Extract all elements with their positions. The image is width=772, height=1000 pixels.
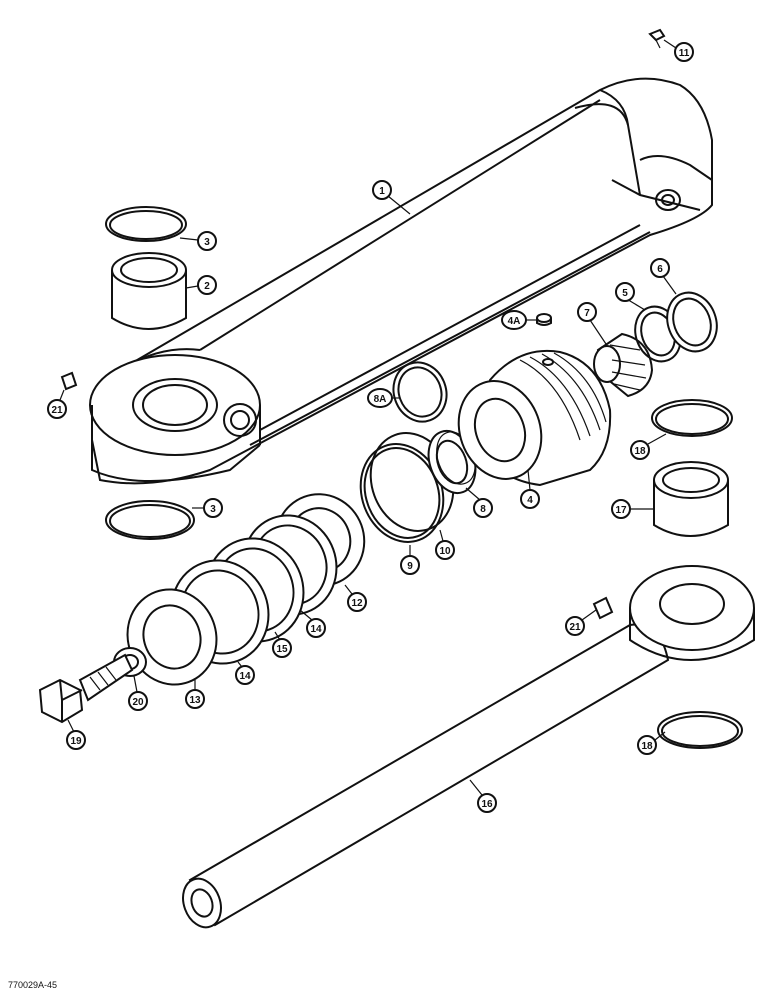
svg-text:19: 19 [70, 736, 82, 747]
callout-8: 8 [465, 487, 493, 518]
snap-ring-18-lower [657, 711, 743, 749]
svg-text:14: 14 [239, 671, 251, 682]
bushing-17 [653, 461, 729, 537]
callout-1: 1 [372, 180, 411, 215]
svg-text:12: 12 [351, 598, 363, 609]
snap-ring-18-upper [651, 399, 733, 437]
ring-6 [666, 291, 718, 353]
svg-text:1: 1 [379, 186, 385, 197]
bleed-screw [648, 28, 666, 49]
svg-text:3: 3 [210, 504, 216, 515]
callout-12: 12 [344, 584, 367, 612]
svg-text:15: 15 [276, 644, 288, 655]
snap-ring-upper [105, 206, 187, 242]
callout-18a: 18 [630, 433, 667, 460]
svg-text:5: 5 [622, 288, 628, 299]
callout-5: 5 [615, 282, 646, 311]
callout-19: 19 [66, 719, 86, 750]
callout-3b: 3 [192, 498, 223, 518]
callout-17: 17 [611, 499, 654, 519]
callout-18b: 18 [637, 731, 666, 755]
callout-9: 9 [400, 545, 420, 575]
callout-10: 10 [435, 529, 455, 560]
svg-text:10: 10 [439, 546, 451, 557]
svg-text:7: 7 [584, 308, 590, 319]
svg-text:2: 2 [204, 281, 210, 292]
callout-6: 6 [650, 258, 677, 295]
svg-text:8A: 8A [374, 394, 387, 405]
callout-21b: 21 [565, 609, 597, 636]
callout-11: 11 [663, 39, 694, 62]
svg-text:13: 13 [189, 695, 201, 706]
callout-4: 4 [520, 469, 540, 509]
svg-text:4: 4 [527, 495, 533, 506]
filter-7 [593, 332, 654, 398]
svg-text:8: 8 [480, 504, 486, 515]
svg-text:14: 14 [310, 624, 322, 635]
svg-text:9: 9 [407, 561, 413, 572]
callout-7: 7 [577, 302, 607, 345]
svg-text:3: 3 [204, 237, 210, 248]
bushing-upper [111, 252, 187, 330]
callout-15: 15 [272, 631, 292, 658]
callout-21a: 21 [47, 389, 67, 419]
svg-text:6: 6 [657, 264, 663, 275]
bolt-19 [38, 653, 134, 724]
svg-text:16: 16 [481, 799, 493, 810]
cylinder-tube [89, 77, 713, 485]
snap-ring-lower [105, 500, 195, 540]
callout-8a: 8A [367, 388, 400, 408]
svg-text:17: 17 [615, 505, 627, 516]
callout-16: 16 [469, 779, 497, 813]
grease-fitting-lower [592, 596, 614, 620]
callout-14a: 14 [299, 609, 326, 638]
piston-rod-16 [182, 565, 755, 929]
svg-text:11: 11 [679, 48, 690, 59]
svg-text:21: 21 [569, 622, 581, 633]
svg-text:18: 18 [634, 446, 646, 457]
plug-4a [536, 313, 552, 326]
svg-text:18: 18 [641, 741, 653, 752]
piston-stack [126, 493, 366, 686]
o-ring-8a [392, 361, 448, 423]
callout-13: 13 [185, 680, 205, 709]
svg-text:4A: 4A [508, 316, 521, 327]
callout-20: 20 [128, 675, 148, 711]
figure-code: 770029A-45 [8, 980, 58, 990]
grease-fitting-upper [60, 371, 78, 391]
callout-14b: 14 [235, 661, 255, 685]
callout-3a: 3 [179, 231, 217, 251]
svg-text:20: 20 [132, 697, 144, 708]
callout-2: 2 [185, 275, 217, 295]
callout-4a: 4A [501, 310, 537, 330]
gland-4 [457, 349, 612, 487]
svg-text:21: 21 [51, 405, 63, 416]
